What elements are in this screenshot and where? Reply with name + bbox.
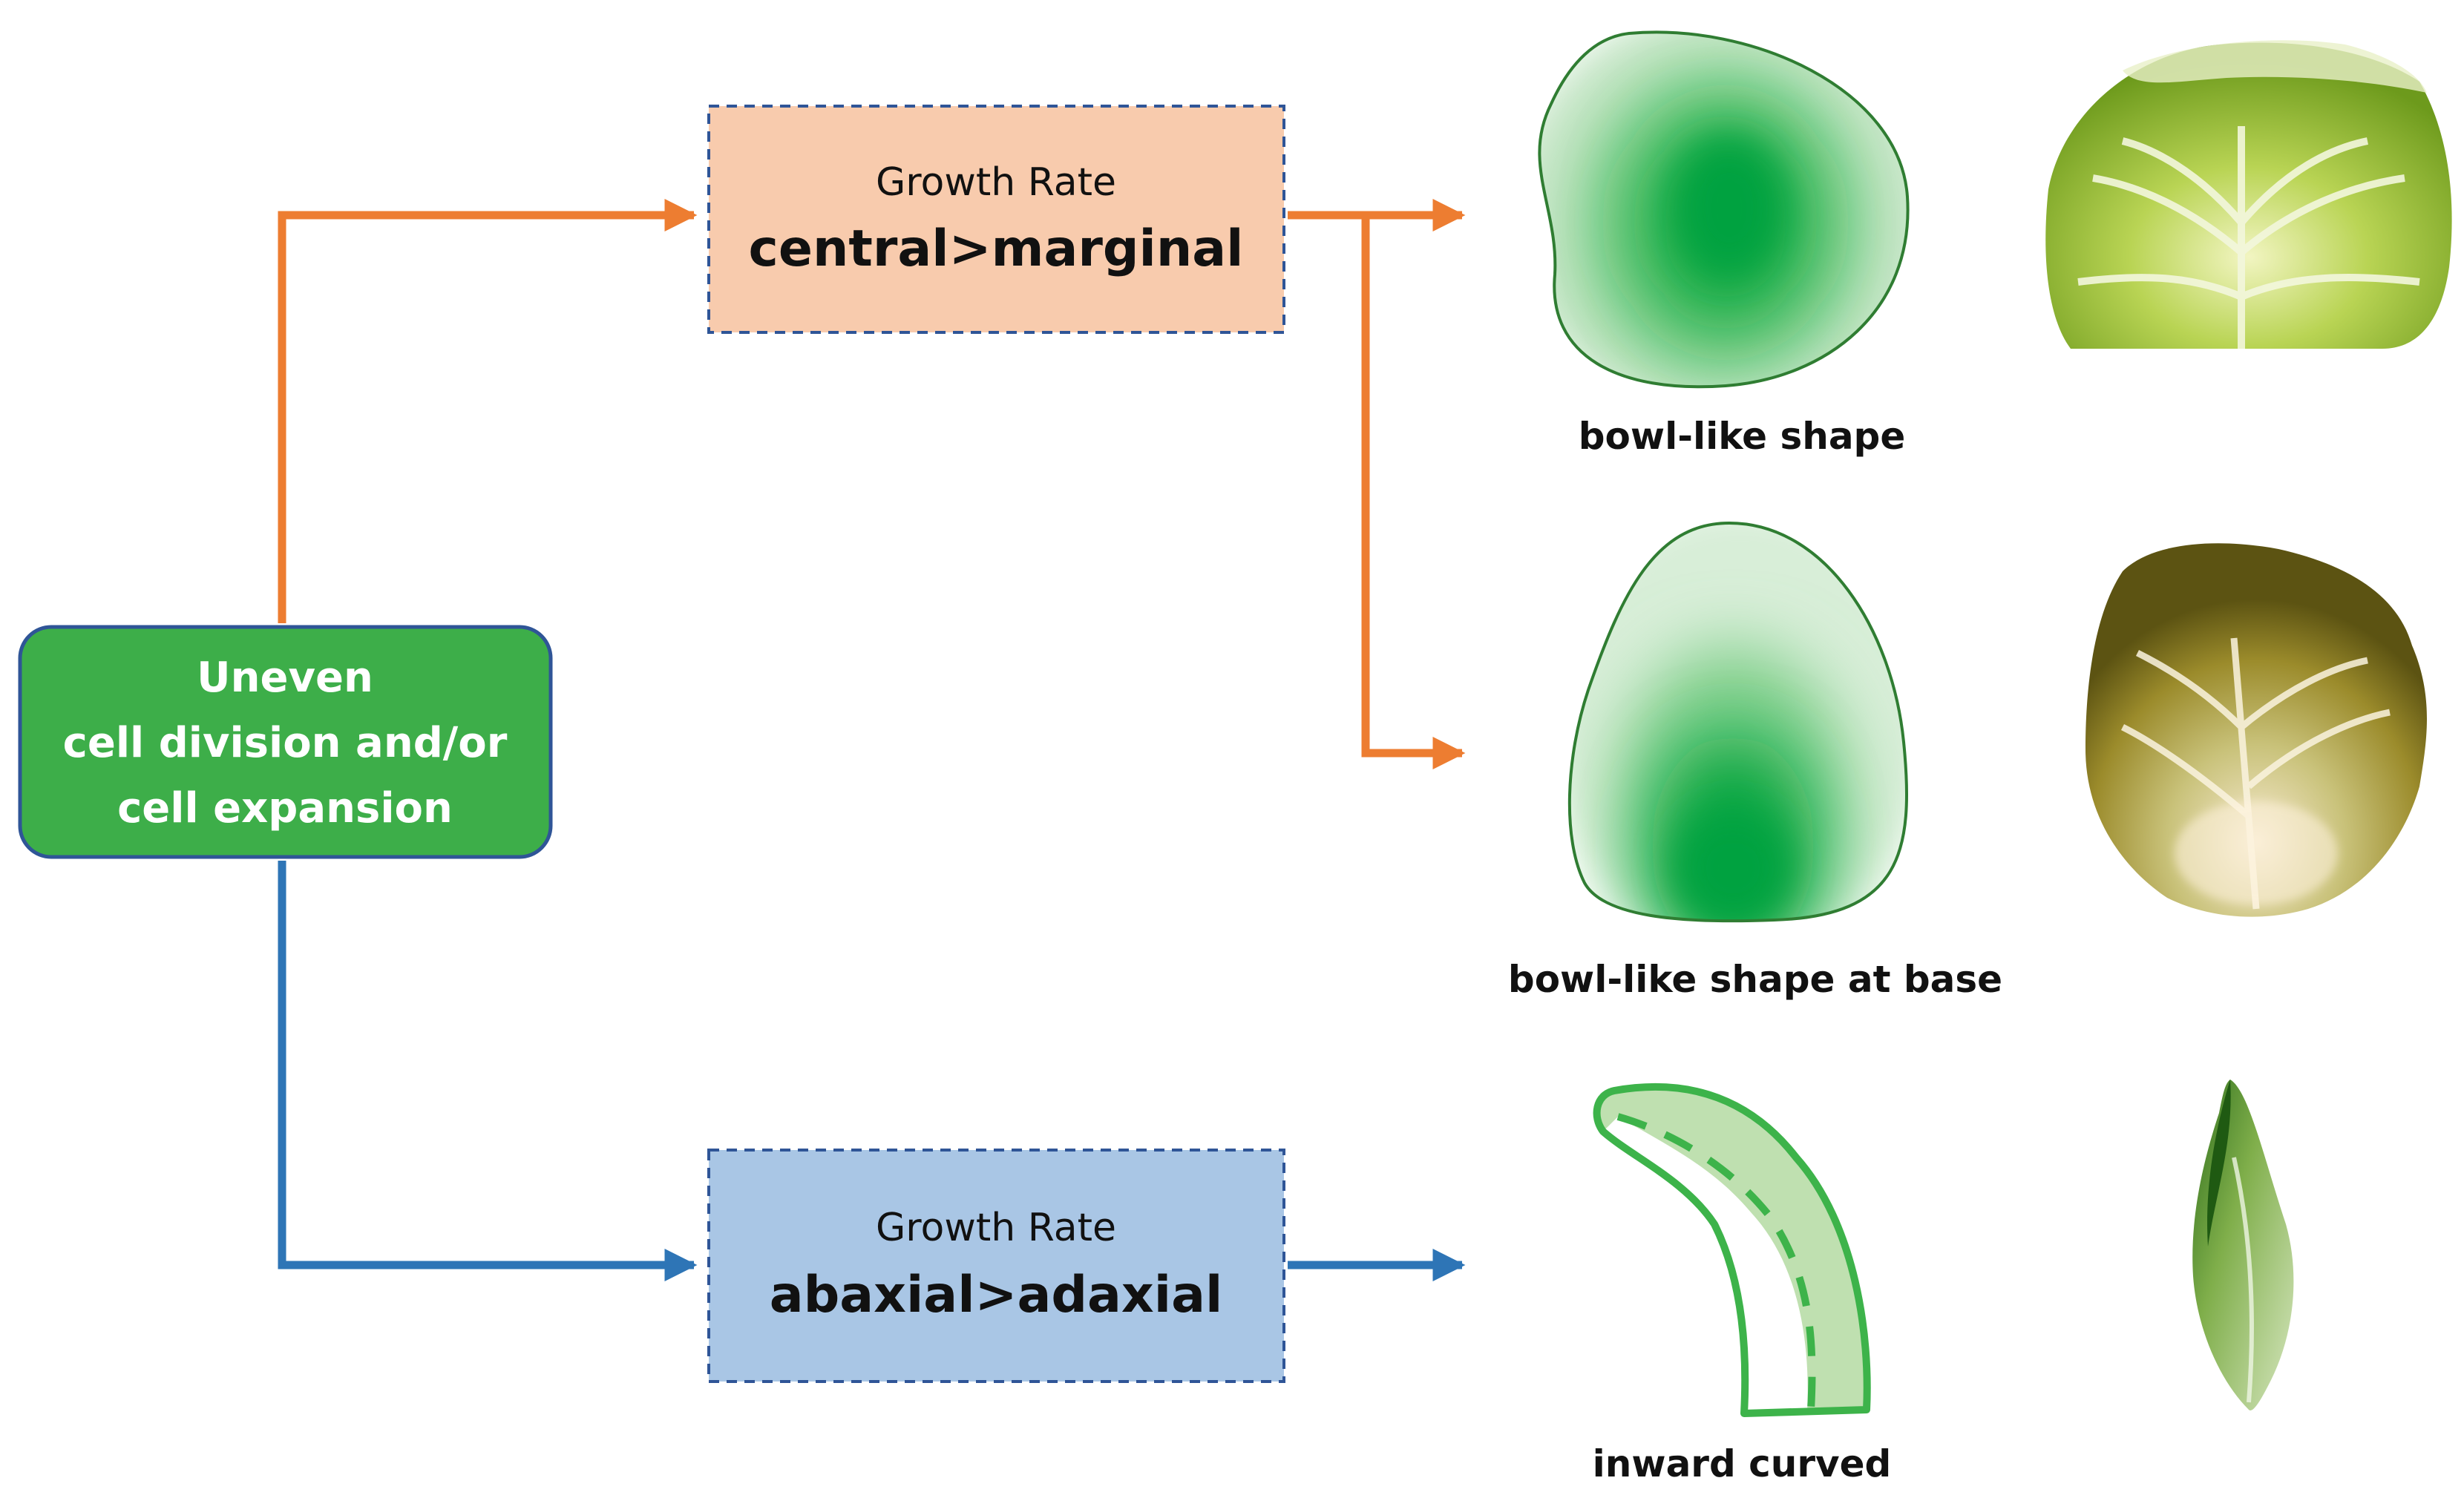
source-node-line-3: cell expansion [117, 784, 453, 832]
bowl-leaf-diagram-icon [1538, 30, 1910, 389]
top-box-value: central>marginal [749, 220, 1244, 278]
cabbage-leaf-photo-1 [2045, 40, 2452, 349]
blue-arrow-to-bottom-box [278, 861, 698, 1281]
connectors [278, 199, 1466, 1281]
rolled-leaf-photo [2192, 1080, 2294, 1410]
caption-bowl-like-shape-at-base: bowl-like shape at base [1508, 958, 2002, 1001]
source-node-line-1: Uneven [197, 654, 373, 702]
growth-rate-box-top: Growth Rate central>marginal [707, 105, 1285, 334]
growth-rate-box-bottom: Growth Rate abaxial>adaxial [707, 1149, 1285, 1383]
bottom-box-value: abaxial>adaxial [770, 1266, 1223, 1324]
bottom-box-label: Growth Rate [876, 1206, 1116, 1250]
cabbage-leaf-photo-2 [2085, 543, 2427, 917]
caption-inward-curved: inward curved [1593, 1442, 1892, 1485]
top-box-label: Growth Rate [876, 160, 1116, 205]
bowl-base-leaf-diagram-icon [1567, 521, 1908, 923]
source-node-line-2: cell division and/or [63, 719, 508, 767]
curved-leaf-diagram-icon [1593, 1083, 1871, 1417]
orange-arrow-to-bowl-base-shape [1361, 215, 1466, 769]
caption-bowl-like-shape: bowl-like shape [1579, 415, 1906, 458]
orange-arrow-to-top-box [278, 199, 698, 623]
source-node: Uneven cell division and/or cell expansi… [18, 625, 553, 859]
